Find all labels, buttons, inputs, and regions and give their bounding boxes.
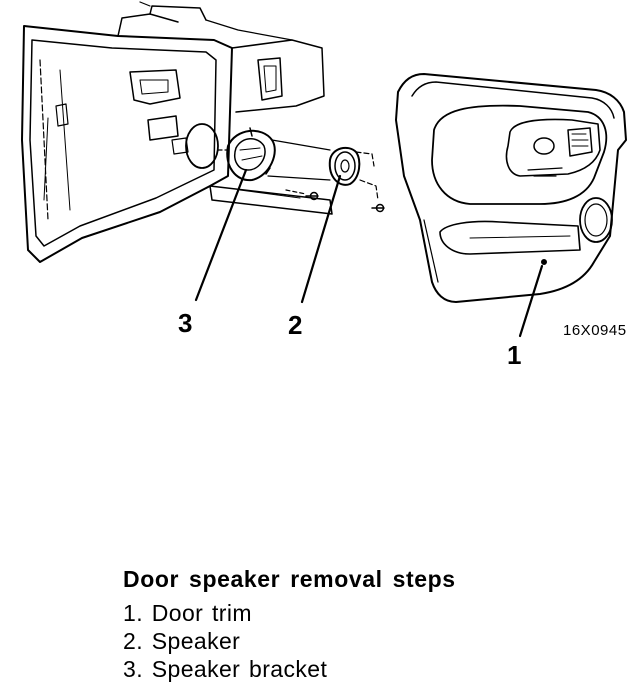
- speaker-bracket-part: [226, 127, 276, 182]
- screw-parts: [305, 191, 385, 213]
- assembly-lines: [217, 139, 379, 201]
- callout-3: 3: [178, 308, 193, 338]
- step-item: 3. Speaker bracket: [123, 656, 328, 682]
- illustration-code: 16X0945: [563, 322, 627, 339]
- door-speaker-exploded-illustration: [21, 1, 627, 338]
- door-inner-panel: [21, 1, 333, 263]
- callout-1: 1: [507, 340, 522, 370]
- step-item: 2. Speaker: [123, 628, 241, 654]
- steps-title: Door speaker removal steps: [123, 566, 456, 592]
- leader-lines: [194, 168, 544, 338]
- step-item: 1. Door trim: [123, 600, 252, 626]
- callout-2: 2: [288, 310, 303, 340]
- steps-list: 1. Door trim 2. Speaker 3. Speaker brack…: [123, 599, 543, 683]
- speaker-part: [328, 146, 361, 186]
- door-trim-panel: [395, 73, 627, 303]
- removal-steps: Door speaker removal steps 1. Door trim …: [123, 566, 543, 683]
